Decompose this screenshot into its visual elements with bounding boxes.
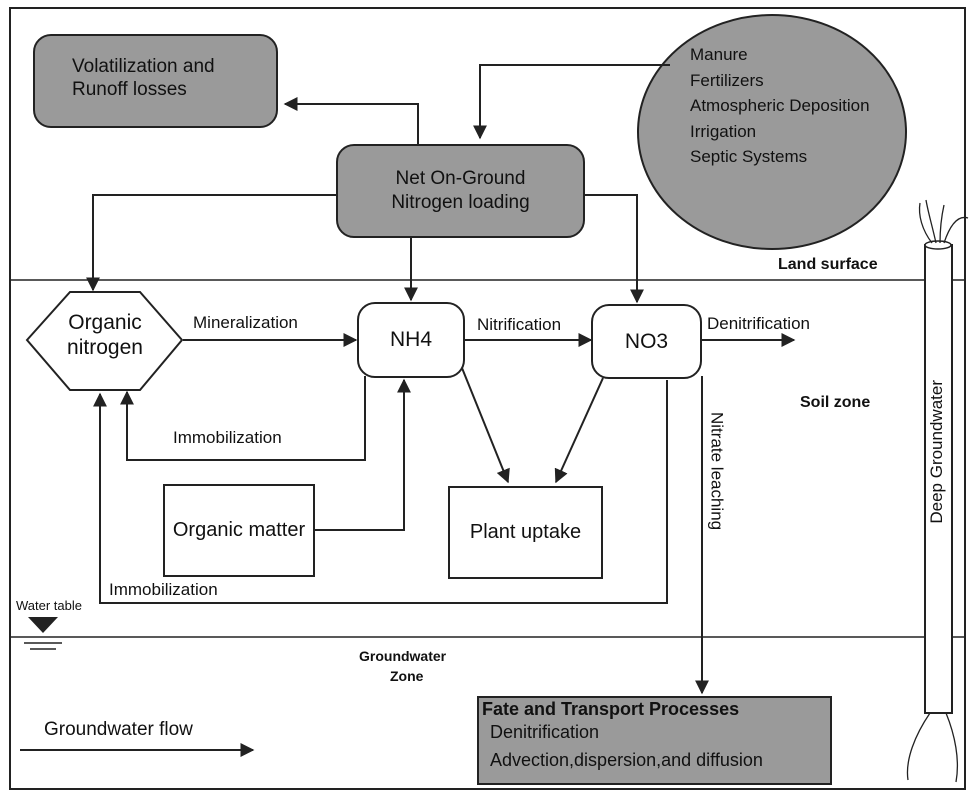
- fate-transport-line1: Denitrification: [490, 722, 600, 742]
- fate-transport-title: Fate and Transport Processes: [482, 699, 740, 719]
- immobilization-upper-label: Immobilization: [173, 428, 282, 447]
- water-table-label: Water table: [16, 598, 82, 613]
- source-item: Septic Systems: [690, 147, 808, 166]
- well-top-cap: [924, 240, 952, 250]
- arrow-loading-to-organic-nitrogen: [86, 194, 336, 292]
- plant-uptake-label: Plant uptake: [469, 521, 582, 543]
- nh4-box: NH4: [357, 302, 465, 378]
- volatilization-label: Volatilization and Runoff losses: [72, 56, 215, 100]
- groundwater-zone-line1: Groundwater: [359, 648, 447, 664]
- soil-zone-label: Soil zone: [800, 394, 871, 411]
- denitrification-label: Denitrification: [707, 314, 810, 333]
- sources-ellipse: [637, 14, 907, 250]
- outer-border: [9, 7, 966, 790]
- sources-list: Manure Fertilizers Atmospheric Depositio…: [690, 42, 870, 170]
- arrow-loading-to-volatilization: [283, 97, 419, 145]
- volatilization-box: [33, 34, 278, 128]
- organic-matter-label: Organic matter: [172, 519, 306, 541]
- plant-uptake-box: Plant uptake: [448, 486, 603, 579]
- well-roots-top: [918, 199, 969, 244]
- immobilization-lower-label: Immobilization: [109, 580, 218, 599]
- arrow-sources-to-loading: [473, 64, 670, 140]
- arrow-no3-to-plant-uptake: [554, 377, 604, 484]
- nitrate-leaching-label: Nitrate leaching: [707, 412, 727, 531]
- arrow-nh4-to-plant-uptake: [461, 367, 510, 484]
- organic-nitrogen-hexagon: [25, 291, 184, 391]
- source-item: Irrigation: [690, 121, 757, 141]
- fate-transport-box: [477, 696, 832, 785]
- organic-matter-box: Organic matter: [163, 484, 315, 577]
- source-item: Atmospheric Deposition: [690, 96, 870, 115]
- no3-box: NO3: [591, 304, 702, 379]
- source-item: Fertilizers: [690, 70, 764, 90]
- water-table-triangle: [28, 617, 58, 633]
- land-surface-label: Land surface: [778, 256, 878, 273]
- no3-label: NO3: [624, 329, 669, 353]
- arrow-immobilization-upper: [120, 376, 366, 461]
- arrow-immobilization-lower: [93, 380, 668, 604]
- net-loading-box: Net On-Ground Nitrogen loading: [336, 144, 585, 238]
- well-roots-bottom: [906, 712, 959, 783]
- net-loading-label: Net On-Ground Nitrogen loading: [391, 168, 530, 213]
- source-item: Manure: [690, 45, 748, 64]
- mineralization-label: Mineralization: [193, 313, 298, 332]
- deep-groundwater-label: Deep Groundwater: [927, 380, 946, 524]
- nh4-label: NH4: [389, 328, 432, 351]
- groundwater-flow-label: Groundwater flow: [44, 719, 193, 740]
- fate-transport-line2: Advection,dispersion,and diffusion: [490, 750, 763, 770]
- nitrification-label: Nitrification: [477, 315, 562, 334]
- groundwater-zone-line2: Zone: [390, 668, 424, 684]
- organic-nitrogen-label: Organic nitrogen: [67, 311, 143, 360]
- arrow-organic-matter-to-nh4: [315, 378, 411, 531]
- arrow-loading-to-no3: [583, 194, 644, 304]
